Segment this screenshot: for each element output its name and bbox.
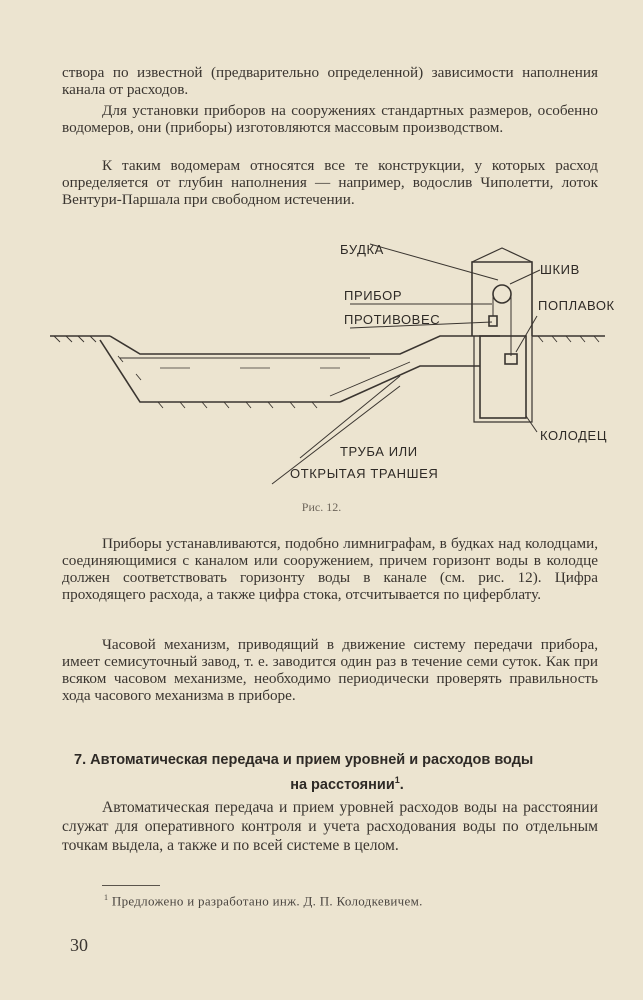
paragraph-booth-installation: Приборы устанавливаются, подобно лимнигр… — [62, 535, 598, 603]
section-title-line1: Автоматическая передача и прием уровней … — [90, 752, 534, 768]
paragraph-instruments-mass-production: Для установки приборов на сооружениях ст… — [62, 102, 598, 136]
page-number: 30 — [70, 935, 88, 955]
paragraph-continuation: створа по известной (предварительно опре… — [62, 64, 598, 98]
pipe-trench — [339, 365, 480, 403]
paragraph-remote-transmission: Автоматическая передача и прием уровней … — [62, 799, 598, 854]
label-pribor: ПРИБОР — [344, 288, 402, 303]
canal-bottom — [99, 339, 340, 403]
section-heading: 7. Автоматическая передача и прием уровн… — [74, 752, 534, 793]
paragraph-water-meters: К таким водомерам относятся все те конст… — [62, 157, 598, 208]
label-budka: БУДКА — [340, 242, 384, 257]
footnote: 1 Предложено и разработано инж. Д. П. Ко… — [104, 893, 423, 909]
counterweight — [488, 315, 498, 327]
label-protivoves: ПРОТИВОВЕС — [344, 312, 440, 327]
label-shkiv: ШКИВ — [540, 262, 580, 277]
booth — [471, 261, 533, 336]
figure-12-diagram: БУДКА ШКИВ ПРИБОР ПОПЛАВОК ПРОТИВОВЕС КО… — [50, 242, 615, 485]
pulley — [492, 284, 512, 304]
label-poplavok: ПОПЛАВОК — [538, 298, 615, 313]
paragraph-clock-mechanism: Часовой механизм, приводящий в движение … — [62, 636, 598, 704]
section-number: 7. — [74, 752, 87, 768]
footnote-reference[interactable]: 1 — [394, 775, 400, 785]
figure-caption: Рис. 12. — [301, 500, 342, 514]
float — [504, 353, 518, 365]
section-title-line2: на расстоянии — [290, 776, 395, 793]
label-truba: ТРУБА ИЛИ — [340, 444, 418, 459]
label-kolodets: КОЛОДЕЦ — [540, 428, 607, 443]
label-transheya: ОТКРЫТАЯ ТРАНШЕЯ — [290, 466, 438, 481]
footnote-mark: 1 — [104, 893, 109, 902]
footnote-text: Предложено и разработано инж. Д. П. Коло… — [111, 893, 423, 909]
footnote-divider — [102, 885, 160, 886]
canal-profile — [109, 335, 500, 355]
well — [479, 335, 527, 419]
